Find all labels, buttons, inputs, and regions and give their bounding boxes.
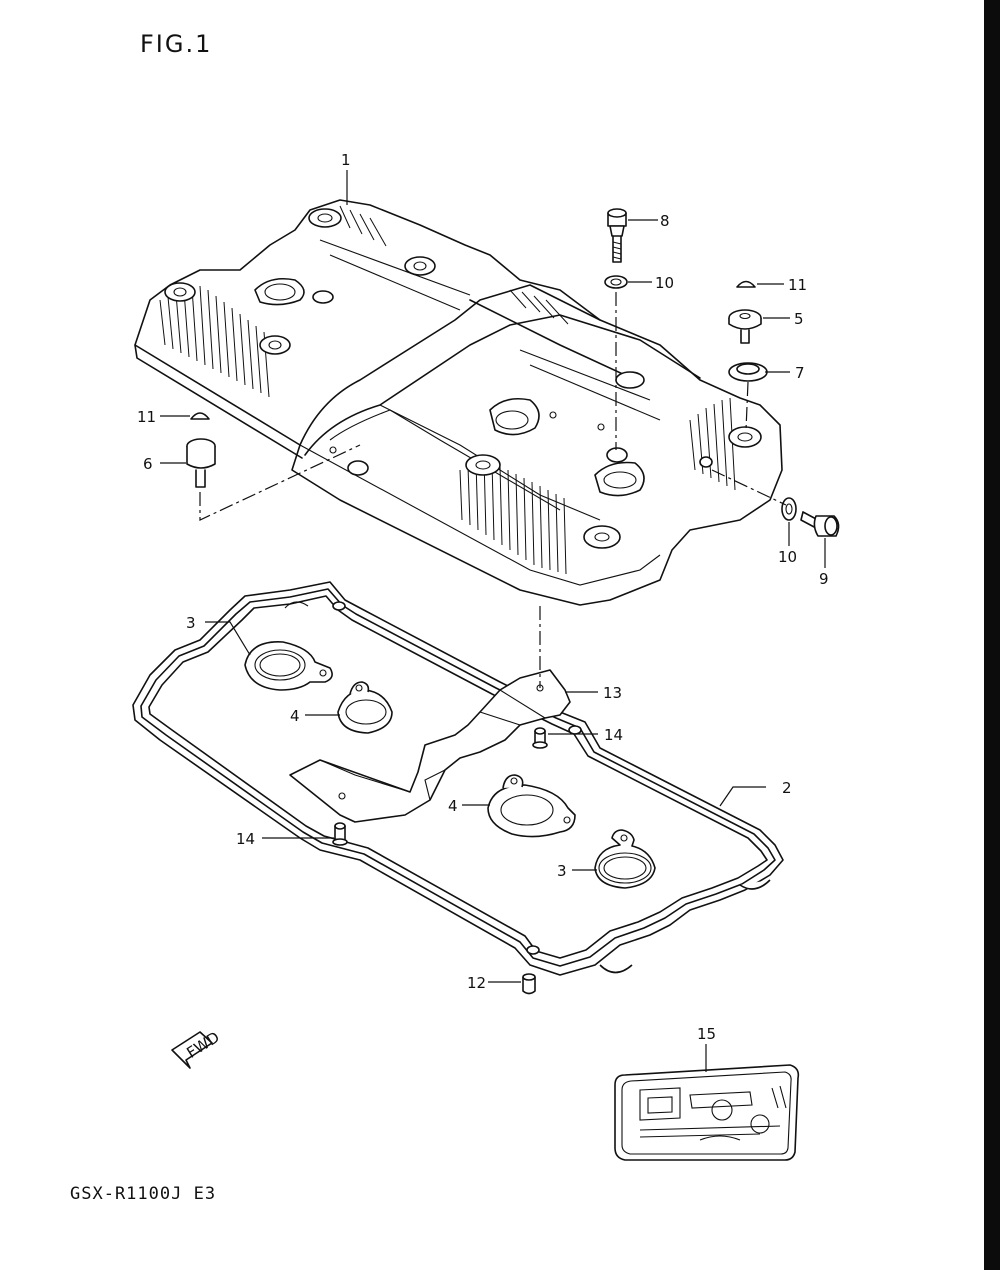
callout-12: 12 bbox=[467, 974, 486, 992]
part-10-washer-side bbox=[781, 497, 797, 521]
part-11-cap-right bbox=[736, 280, 756, 288]
callout-14-lower: 14 bbox=[236, 830, 255, 848]
part-7-grommet bbox=[728, 362, 768, 382]
part-3-plug-seal-front bbox=[594, 829, 656, 889]
scan-edge-strip bbox=[984, 0, 1000, 1270]
callout-11-right: 11 bbox=[788, 276, 807, 294]
part-9-bolt bbox=[800, 511, 840, 537]
part-14-screw-lower bbox=[332, 822, 348, 846]
callout-14-upper: 14 bbox=[604, 726, 623, 744]
callout-8: 8 bbox=[660, 212, 670, 230]
callout-15: 15 bbox=[697, 1025, 716, 1043]
fwd-arrow: FWD bbox=[171, 1028, 223, 1069]
figure-title: FIG.1 bbox=[140, 30, 213, 58]
cylinder-head-cover bbox=[134, 199, 783, 606]
part-14-screw-upper bbox=[532, 727, 548, 749]
callout-4-rear: 4 bbox=[290, 707, 300, 725]
part-8-bolt bbox=[607, 208, 627, 263]
cover-gasket bbox=[132, 581, 784, 976]
part-6-damper-bolt bbox=[186, 438, 216, 488]
leader-lines bbox=[160, 170, 826, 1072]
callout-1: 1 bbox=[341, 151, 351, 169]
part-13-bracket-plate bbox=[289, 669, 571, 823]
part-15-gasket-set-package bbox=[614, 1064, 800, 1161]
part-12-dowel-pin bbox=[522, 973, 536, 995]
cover-bolt-bosses bbox=[164, 208, 762, 549]
callout-3-front: 3 bbox=[557, 862, 567, 880]
callout-4-front: 4 bbox=[448, 797, 458, 815]
callout-10-top: 10 bbox=[655, 274, 674, 292]
part-5-damper-bolt bbox=[728, 309, 762, 344]
part-3-plug-seal-rear bbox=[244, 641, 333, 691]
callout-11-left: 11 bbox=[137, 408, 156, 426]
part-4-plug-seal-front bbox=[487, 774, 576, 838]
callout-numbers: 1 8 10 11 5 7 11 6 10 9 3 13 4 14 2 4 14… bbox=[137, 151, 829, 1043]
callout-10-side: 10 bbox=[778, 548, 797, 566]
callout-3-rear: 3 bbox=[186, 614, 196, 632]
callout-2: 2 bbox=[782, 779, 792, 797]
callout-5: 5 bbox=[794, 310, 804, 328]
model-code: GSX-R1100J E3 bbox=[70, 1184, 217, 1204]
callout-7: 7 bbox=[795, 364, 805, 382]
fwd-label: FWD bbox=[183, 1028, 222, 1062]
cover-cooling-fins bbox=[159, 205, 736, 575]
callout-13: 13 bbox=[603, 684, 622, 702]
part-10-washer-top bbox=[604, 275, 628, 289]
part-4-plug-seal-rear bbox=[337, 681, 393, 734]
part-11-cap-left bbox=[190, 412, 210, 420]
callout-9: 9 bbox=[819, 570, 829, 588]
callout-6: 6 bbox=[143, 455, 153, 473]
